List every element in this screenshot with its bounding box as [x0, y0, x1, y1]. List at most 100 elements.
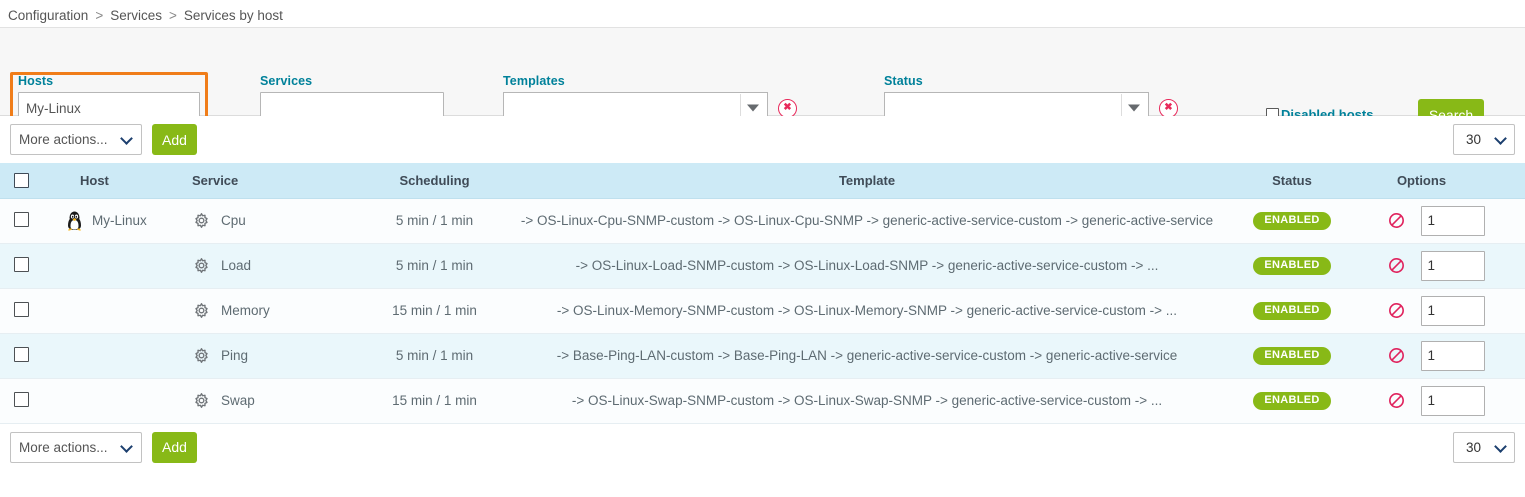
page-size-value-bottom: 30 [1466, 439, 1482, 455]
page-size-select-top[interactable]: 30 [1453, 124, 1515, 155]
row-options-input[interactable] [1420, 250, 1485, 281]
row-service-cell: Ping [192, 333, 372, 379]
row-options-input[interactable] [1420, 205, 1485, 236]
row-options-cell [1347, 288, 1525, 334]
row-host-cell [42, 378, 192, 424]
add-button-bottom[interactable]: Add [152, 431, 197, 463]
disable-circle-icon[interactable] [1388, 347, 1405, 364]
select-all-header [0, 163, 42, 199]
row-options-cell [1347, 198, 1525, 244]
row-options-input[interactable] [1420, 340, 1485, 371]
services-table: Host Service Scheduling Template Status … [0, 163, 1525, 424]
row-select-cell [0, 198, 42, 244]
column-header-scheduling[interactable]: Scheduling [372, 163, 497, 199]
row-scheduling: 5 min / 1 min [372, 333, 497, 379]
table-row: Swap 15 min / 1 min-> OS-Linux-Swap-SNMP-… [0, 378, 1525, 424]
row-host-cell: My-Linux [42, 198, 192, 244]
chevron-down-icon [120, 439, 133, 453]
row-service-name[interactable]: Ping [221, 348, 249, 363]
row-host-cell [42, 333, 192, 379]
row-options-cell [1347, 378, 1525, 424]
more-actions-select-top[interactable]: More actions... [10, 124, 142, 155]
status-badge: ENABLED [1253, 392, 1331, 410]
row-scheduling: 15 min / 1 min [372, 378, 497, 424]
gear-icon [193, 302, 210, 319]
row-service-name[interactable]: Cpu [221, 213, 246, 228]
filter-panel: Hosts Services Templates ✖ Status ✖ [0, 27, 1525, 144]
breadcrumb-item-services-by-host[interactable]: Services by host [183, 8, 283, 23]
chevron-down-icon [1494, 132, 1507, 145]
row-service-cell: Load [192, 243, 372, 289]
status-badge: ENABLED [1253, 257, 1331, 275]
gear-icon [193, 347, 210, 364]
breadcrumb-item-configuration[interactable]: Configuration [8, 8, 89, 23]
row-template: -> Base-Ping-LAN-custom -> Base-Ping-LAN… [497, 333, 1237, 379]
row-options-cell [1347, 333, 1525, 379]
row-service-name[interactable]: Swap [221, 393, 255, 408]
row-checkbox[interactable] [13, 256, 29, 272]
row-select-cell [0, 288, 42, 334]
row-status-cell: ENABLED [1237, 198, 1347, 244]
table-row: My-Linux Cpu 5 min / 1 min-> OS-Linux-Cpu-… [0, 198, 1525, 244]
row-checkbox[interactable] [13, 301, 29, 317]
row-options-input[interactable] [1420, 385, 1485, 416]
page-size-select-bottom[interactable]: 30 [1453, 431, 1515, 463]
gear-icon [193, 392, 210, 409]
page-size-value-top: 30 [1466, 132, 1482, 147]
column-header-service[interactable]: Service [192, 163, 372, 199]
row-service-cell: Memory [192, 288, 372, 334]
table-header-row: Host Service Scheduling Template Status … [0, 163, 1525, 199]
column-header-options: Options [1347, 163, 1525, 199]
row-service-name[interactable]: Load [221, 258, 252, 273]
chevron-down-icon [120, 132, 133, 145]
row-scheduling: 5 min / 1 min [372, 243, 497, 289]
select-all-checkbox[interactable] [13, 173, 29, 189]
row-template: -> OS-Linux-Cpu-SNMP-custom -> OS-Linux-… [497, 198, 1237, 244]
row-options-cell [1347, 243, 1525, 289]
more-actions-label-bottom: More actions... [19, 439, 108, 455]
linux-penguin-icon [65, 210, 84, 231]
row-checkbox[interactable] [13, 211, 29, 227]
row-service-cell: Swap [192, 378, 372, 424]
row-checkbox[interactable] [13, 391, 29, 407]
filter-hosts-label: Hosts [18, 74, 54, 88]
row-checkbox[interactable] [13, 346, 29, 362]
more-actions-label-top: More actions... [19, 132, 108, 147]
row-select-cell [0, 243, 42, 289]
select-divider [1121, 94, 1122, 122]
disable-circle-icon[interactable] [1388, 302, 1405, 319]
breadcrumb-item-services[interactable]: Services [110, 8, 162, 23]
breadcrumb: Configuration > Services > Services by h… [0, 0, 1525, 27]
filter-templates-label: Templates [503, 74, 565, 88]
toolbar-bottom: More actions... Add 30 [0, 423, 1525, 471]
row-service-name[interactable]: Memory [221, 303, 270, 318]
disable-circle-icon[interactable] [1388, 257, 1405, 274]
disable-circle-icon[interactable] [1388, 392, 1405, 409]
gear-icon [193, 257, 210, 274]
column-header-template[interactable]: Template [497, 163, 1237, 199]
row-status-cell: ENABLED [1237, 333, 1347, 379]
row-service-cell: Cpu [192, 198, 372, 244]
status-badge: ENABLED [1253, 302, 1331, 320]
status-clear-icon[interactable]: ✖ [1159, 98, 1178, 118]
row-scheduling: 15 min / 1 min [372, 288, 497, 334]
chevron-down-icon [747, 104, 759, 112]
disable-circle-icon[interactable] [1388, 212, 1405, 229]
select-divider [740, 94, 741, 122]
row-host-name[interactable]: My-Linux [92, 213, 147, 228]
row-status-cell: ENABLED [1237, 378, 1347, 424]
row-options-input[interactable] [1420, 295, 1485, 326]
column-header-host[interactable]: Host [42, 163, 192, 199]
row-select-cell [0, 378, 42, 424]
templates-clear-icon[interactable]: ✖ [778, 98, 797, 118]
table-row: Ping 5 min / 1 min-> Base-Ping-LAN-custom… [0, 333, 1525, 379]
row-host-cell [42, 288, 192, 334]
column-header-status[interactable]: Status [1237, 163, 1347, 199]
add-button-top[interactable]: Add [152, 124, 197, 155]
more-actions-select-bottom[interactable]: More actions... [10, 431, 142, 463]
chevron-down-icon [1494, 439, 1507, 453]
row-host-cell [42, 243, 192, 289]
row-scheduling: 5 min / 1 min [372, 198, 497, 244]
row-template: -> OS-Linux-Swap-SNMP-custom -> OS-Linux… [497, 378, 1237, 424]
